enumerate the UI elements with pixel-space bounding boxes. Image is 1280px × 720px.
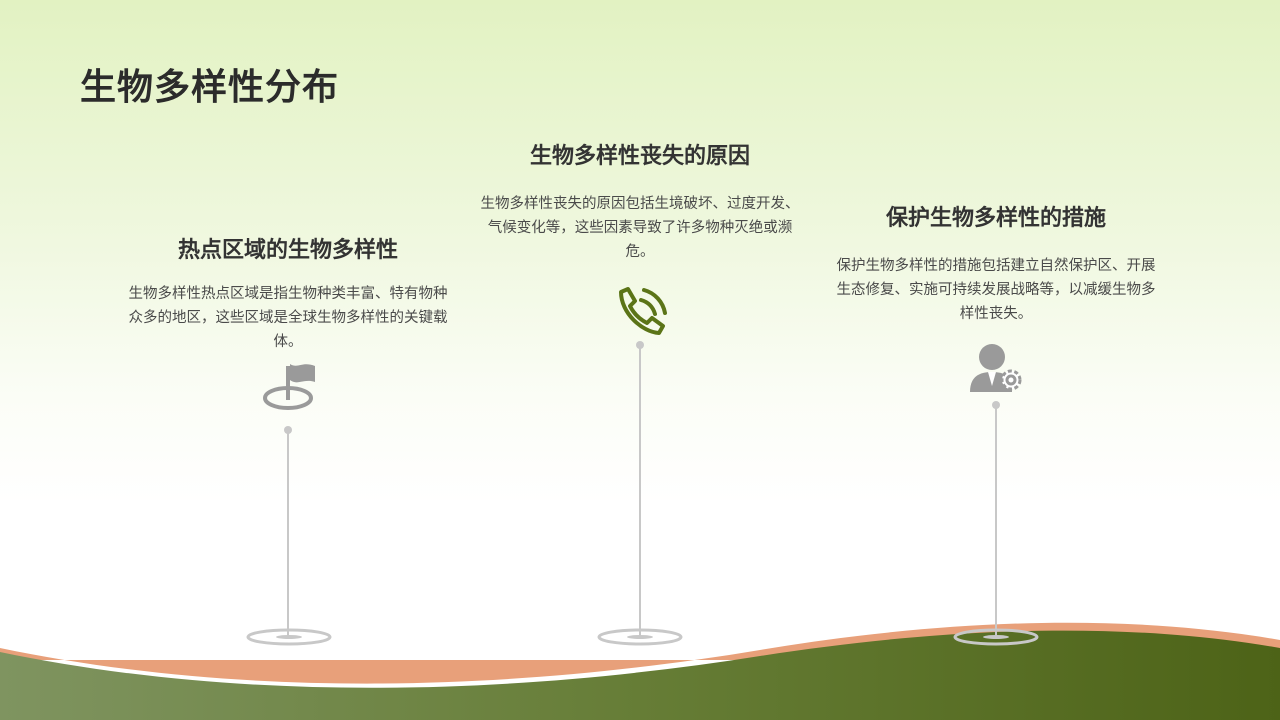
protection-block: 保护生物多样性的措施 保护生物多样性的措施包括建立自然保护区、开展生态修复、实施… xyxy=(832,200,1160,326)
ground-target-3 xyxy=(953,628,1039,646)
flag-icon xyxy=(263,364,315,410)
loss-causes-block: 生物多样性丧失的原因 生物多样性丧失的原因包括生境破坏、过度开发、气候变化等，这… xyxy=(480,138,800,264)
hotspot-text: 生物多样性热点区域是指生物种类丰富、特有物种众多的地区，这些区域是全球生物多样性… xyxy=(128,286,448,350)
person-gear-icon xyxy=(970,344,1022,392)
marker-pole-2 xyxy=(639,345,641,637)
ground-target-1 xyxy=(246,628,332,646)
protection-text: 保护生物多样性的措施包括建立自然保护区、开展生态修复、实施可持续发展战略等，以减… xyxy=(836,258,1156,322)
marker-pole-1 xyxy=(287,430,289,636)
loss-causes-heading: 生物多样性丧失的原因 xyxy=(529,144,750,169)
loss-causes-text: 生物多样性丧失的原因包括生境破坏、过度开发、气候变化等，这些因素导致了许多物种灭… xyxy=(480,196,800,260)
marker-pole-3 xyxy=(995,405,997,637)
hotspot-block: 热点区域的生物多样性 生物多样性热点区域是指生物种类丰富、特有物种众多的地区，这… xyxy=(128,232,448,354)
hotspot-heading: 热点区域的生物多样性 xyxy=(177,238,398,263)
ground-target-2 xyxy=(597,628,683,646)
phone-icon xyxy=(619,287,667,335)
green-hill xyxy=(0,630,1280,720)
protection-heading: 保护生物多样性的措施 xyxy=(885,206,1106,231)
page-title: 生物多样性分布 xyxy=(80,67,340,108)
